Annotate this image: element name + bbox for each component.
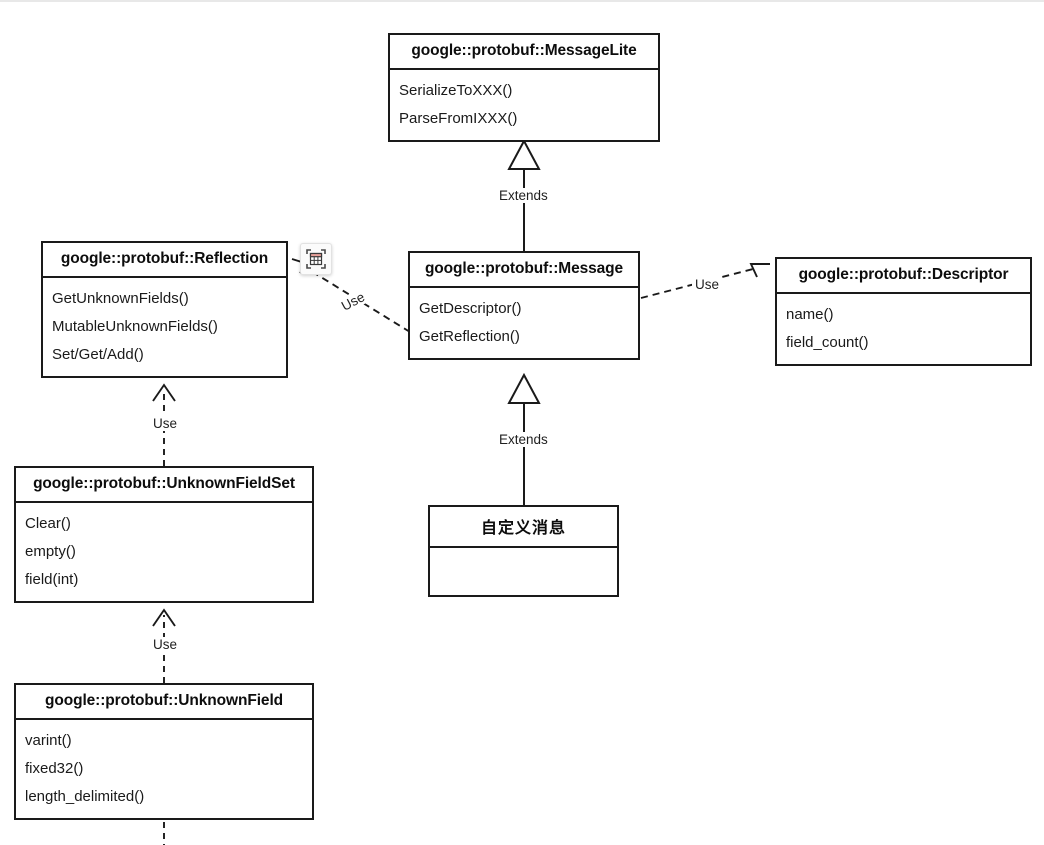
class-title-reflection: google::protobuf::Reflection (43, 243, 286, 278)
class-member: GetDescriptor() (419, 299, 522, 317)
edge-label-extends-messagelite: Extends (496, 188, 551, 203)
class-box-message-lite[interactable]: google::protobuf::MessageLite SerializeT… (388, 33, 660, 142)
class-member: empty() (25, 542, 76, 560)
class-box-unknown-field-set[interactable]: google::protobuf::UnknownFieldSet Clear(… (14, 466, 314, 603)
class-box-descriptor[interactable]: google::protobuf::Descriptor name() fiel… (775, 257, 1032, 366)
class-title-custom-message: 自定义消息 (430, 507, 617, 548)
class-members-reflection: GetUnknownFields() MutableUnknownFields(… (43, 278, 286, 376)
table-crop-icon-glyph (306, 249, 326, 269)
class-member: GetReflection() (419, 327, 520, 345)
class-members-custom-message (430, 548, 617, 595)
edge-label-extends-message: Extends (496, 432, 551, 447)
class-title-descriptor: google::protobuf::Descriptor (777, 259, 1030, 294)
class-member: Clear() (25, 514, 71, 532)
class-member: SerializeToXXX() (399, 81, 513, 99)
class-title-message-lite: google::protobuf::MessageLite (390, 35, 658, 70)
class-member: length_delimited() (25, 788, 145, 805)
class-members-unknown-field: varint() fixed32() length_delimited() (16, 720, 312, 818)
class-member: ParseFromIXXX() (399, 109, 518, 127)
class-member: GetUnknownFields() (52, 289, 189, 307)
class-box-reflection[interactable]: google::protobuf::Reflection GetUnknownF… (41, 241, 288, 378)
edge-label-use-unknownfieldset-reflection: Use (150, 416, 181, 431)
edge-label-use-descriptor: Use (692, 277, 723, 292)
edge-label-use-unknownfield-unknownfieldset: Use (150, 637, 181, 652)
class-title-unknown-field: google::protobuf::UnknownField (16, 685, 312, 720)
edge-label-use-reflection: Use (336, 287, 370, 316)
class-members-message: GetDescriptor() GetReflection() (410, 288, 638, 358)
class-member: field(int) (25, 571, 79, 588)
class-member: MutableUnknownFields() (52, 317, 218, 335)
class-title-unknown-field-set: google::protobuf::UnknownFieldSet (16, 468, 312, 503)
table-crop-icon[interactable] (300, 243, 332, 275)
class-box-custom-message[interactable]: 自定义消息 (428, 505, 619, 597)
class-members-unknown-field-set: Clear() empty() field(int) (16, 503, 312, 601)
class-member: field_count() (786, 333, 869, 351)
class-member: name() (786, 305, 834, 323)
class-title-message: google::protobuf::Message (410, 253, 638, 288)
class-box-message[interactable]: google::protobuf::Message GetDescriptor(… (408, 251, 640, 360)
class-box-unknown-field[interactable]: google::protobuf::UnknownField varint() … (14, 683, 314, 820)
class-member: Set/Get/Add() (52, 346, 144, 363)
class-member: fixed32() (25, 759, 84, 777)
class-members-message-lite: SerializeToXXX() ParseFromIXXX() (390, 70, 658, 140)
class-member: varint() (25, 731, 72, 749)
class-members-descriptor: name() field_count() (777, 294, 1030, 364)
